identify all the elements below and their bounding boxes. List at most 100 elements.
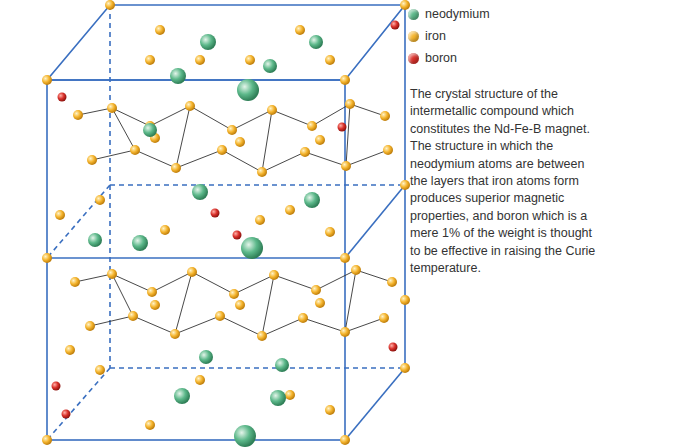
iron-bond bbox=[346, 104, 350, 166]
iron-atom bbox=[285, 390, 295, 400]
iron-atom bbox=[341, 161, 351, 171]
iron-atom bbox=[380, 111, 390, 121]
iron-bond bbox=[112, 274, 133, 316]
iron-atom bbox=[379, 313, 389, 323]
legend-entry: boron bbox=[408, 50, 457, 66]
iron-atom bbox=[215, 311, 225, 321]
iron-atom bbox=[235, 137, 245, 147]
neodymium-atom bbox=[174, 388, 190, 404]
iron-atom bbox=[85, 321, 95, 331]
boron-atom bbox=[52, 382, 61, 391]
iron-atom bbox=[285, 205, 295, 215]
iron-bond bbox=[175, 272, 192, 334]
neodymium-atom bbox=[170, 68, 186, 84]
iron-atom bbox=[229, 289, 239, 299]
iron-atom bbox=[307, 121, 317, 131]
iron-atom bbox=[42, 435, 52, 445]
iron-atom bbox=[387, 277, 397, 287]
iron-atom bbox=[315, 298, 325, 308]
boron-atom bbox=[233, 231, 242, 240]
iron-atom bbox=[315, 135, 325, 145]
neodymium-atom bbox=[234, 425, 256, 447]
iron-atom bbox=[340, 435, 350, 445]
iron-bond bbox=[112, 108, 135, 150]
mid-plane bbox=[47, 257, 345, 259]
iron-bond bbox=[262, 110, 272, 172]
iron-atom bbox=[95, 365, 105, 375]
iron-atom bbox=[42, 75, 52, 85]
iron-atom bbox=[267, 105, 277, 115]
iron-atom bbox=[257, 331, 267, 341]
iron-atom bbox=[235, 300, 245, 310]
legend-swatch bbox=[408, 31, 419, 42]
boron-atom bbox=[58, 93, 67, 102]
iron-atom bbox=[42, 253, 52, 263]
iron-atom bbox=[311, 285, 321, 295]
iron-atom bbox=[400, 0, 410, 10]
neodymium-atom bbox=[199, 350, 213, 364]
caption-text: The crystal structure of the intermetall… bbox=[410, 86, 596, 277]
front-face bbox=[47, 80, 345, 440]
iron-atom bbox=[300, 147, 310, 157]
iron-atom bbox=[217, 145, 227, 155]
iron-atom bbox=[325, 405, 335, 415]
neodymium-atom bbox=[237, 79, 259, 101]
iron-atom bbox=[227, 125, 237, 135]
hidden-edge bbox=[47, 185, 110, 258]
neodymium-atom bbox=[200, 34, 216, 50]
legend-swatch bbox=[408, 9, 419, 20]
iron-atom bbox=[160, 225, 170, 235]
iron-bonds bbox=[75, 104, 392, 336]
iron-atom bbox=[269, 270, 279, 280]
iron-atom bbox=[70, 277, 80, 287]
unit-cell bbox=[47, 5, 405, 440]
iron-atom bbox=[145, 55, 155, 65]
iron-atom bbox=[128, 311, 138, 321]
legend-label: iron bbox=[425, 29, 446, 43]
iron-atom bbox=[55, 210, 65, 220]
iron-bond bbox=[176, 106, 190, 168]
iron-atom bbox=[325, 227, 335, 237]
neodymium-atom bbox=[275, 358, 289, 372]
neodymium-atom bbox=[143, 123, 157, 137]
iron-atom bbox=[345, 99, 355, 109]
iron-atom bbox=[400, 295, 410, 305]
hidden-edge bbox=[110, 367, 405, 369]
boron-atom bbox=[211, 209, 220, 218]
boron-atom bbox=[338, 123, 347, 132]
iron-atom bbox=[400, 363, 410, 373]
boron-atom bbox=[391, 21, 400, 30]
atoms bbox=[42, 0, 410, 447]
iron-atom bbox=[325, 55, 335, 65]
legend-swatch bbox=[408, 53, 419, 64]
iron-atom bbox=[147, 287, 157, 297]
neodymium-atom bbox=[241, 237, 263, 259]
iron-atom bbox=[130, 145, 140, 155]
iron-atom bbox=[255, 215, 265, 225]
neodymium-atom bbox=[132, 235, 148, 251]
iron-bond bbox=[345, 270, 356, 332]
iron-atom bbox=[298, 313, 308, 323]
legend-label: boron bbox=[425, 51, 457, 65]
hidden-edge bbox=[47, 368, 110, 440]
neodymium-atom bbox=[270, 390, 286, 406]
hidden-edge bbox=[110, 184, 405, 186]
iron-bond bbox=[262, 275, 274, 336]
iron-atom bbox=[145, 420, 155, 430]
iron-atom bbox=[105, 0, 115, 10]
iron-atom bbox=[351, 265, 361, 275]
iron-atom bbox=[400, 180, 410, 190]
iron-atom bbox=[107, 103, 117, 113]
mid-plane bbox=[345, 185, 405, 258]
legend-label: neodymium bbox=[425, 7, 490, 21]
neodymium-atom bbox=[88, 233, 102, 247]
iron-atom bbox=[65, 345, 75, 355]
neodymium-atom bbox=[192, 184, 208, 200]
iron-atom bbox=[171, 163, 181, 173]
iron-atom bbox=[340, 75, 350, 85]
iron-atom bbox=[245, 55, 255, 65]
top-face bbox=[47, 5, 405, 80]
iron-atom bbox=[87, 155, 97, 165]
iron-atom bbox=[340, 253, 350, 263]
